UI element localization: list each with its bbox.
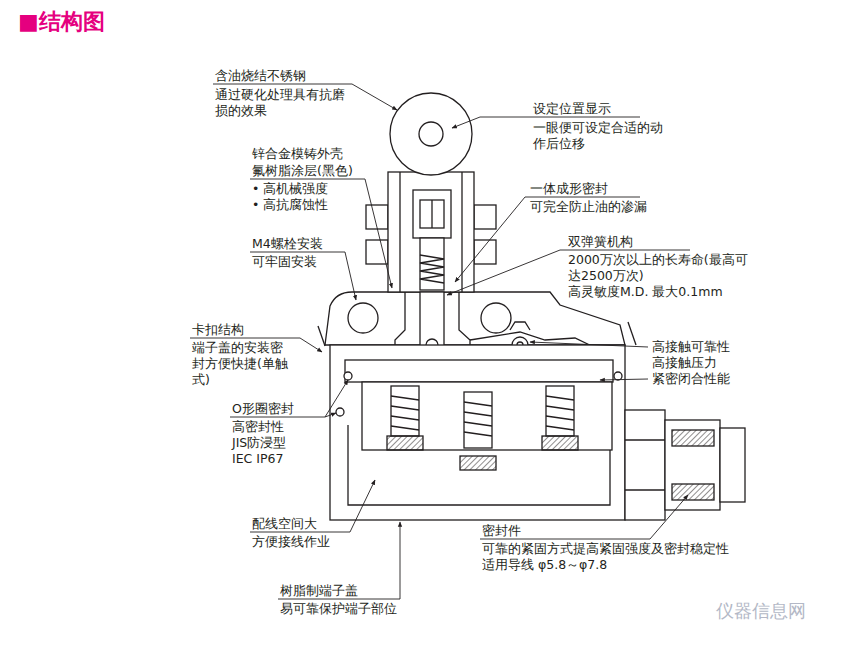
callout-heading: 密封件: [482, 523, 521, 539]
callout-note: 通过硬化处理具有抗磨损的效果: [215, 87, 351, 119]
callout-note: JIS防浸型: [232, 435, 286, 451]
callout-note: 高接触压力: [652, 355, 717, 371]
callout-heading: M4螺栓安装: [252, 236, 323, 252]
watermark: 仪器信息网: [716, 600, 806, 622]
callout-note: 高灵敏度M.D. 最大0.1mm: [568, 284, 723, 300]
callout-heading: 氟树脂涂层(黑色): [252, 163, 353, 179]
callout-heading: 设定位置显示: [533, 101, 611, 117]
callout-heading: 配线空间大: [252, 516, 317, 532]
callout-note: 适用导线 φ5.8～φ7.8: [482, 557, 607, 573]
callout-note: 方便接线作业: [252, 534, 330, 550]
callout-note: 高密封性: [232, 419, 284, 435]
callout-note: • 高机械强度: [252, 181, 328, 197]
callout-heading: 含油烧结不锈钢: [215, 68, 306, 84]
callout-note: 可牢固安装: [252, 254, 317, 270]
callout-note: IEC IP67: [232, 451, 283, 467]
callout-note: 易可靠保护端子部位: [280, 601, 397, 617]
callout-heading: 双弹簧机构: [568, 234, 633, 250]
title: ■结构图: [18, 8, 105, 36]
callout-note: 紧密闭合性能: [652, 371, 730, 387]
callout-heading: 卡扣结构: [192, 322, 244, 338]
callout-heading: 树脂制端子盖: [280, 583, 358, 599]
callout-note: 2000万次以上的长寿命(最高可达2500万次): [568, 252, 750, 284]
callout-heading: O形圈密封: [232, 401, 294, 417]
callout-note: 一眼便可设定合适的动作后位移: [533, 120, 669, 152]
callout-heading: 锌合金模铸外壳: [252, 146, 343, 162]
callout-note: 高接触可靠性: [652, 339, 730, 355]
callout-note: 端子盖的安装密封方便快捷(单触式): [192, 340, 290, 388]
callout-note: • 高抗腐蚀性: [252, 197, 328, 213]
callout-heading: 一体成形密封: [530, 181, 608, 197]
callout-note: 可完全防止油的渗漏: [530, 199, 647, 215]
callout-note: 可靠的紧固方式提高紧固强度及密封稳定性: [482, 541, 729, 557]
